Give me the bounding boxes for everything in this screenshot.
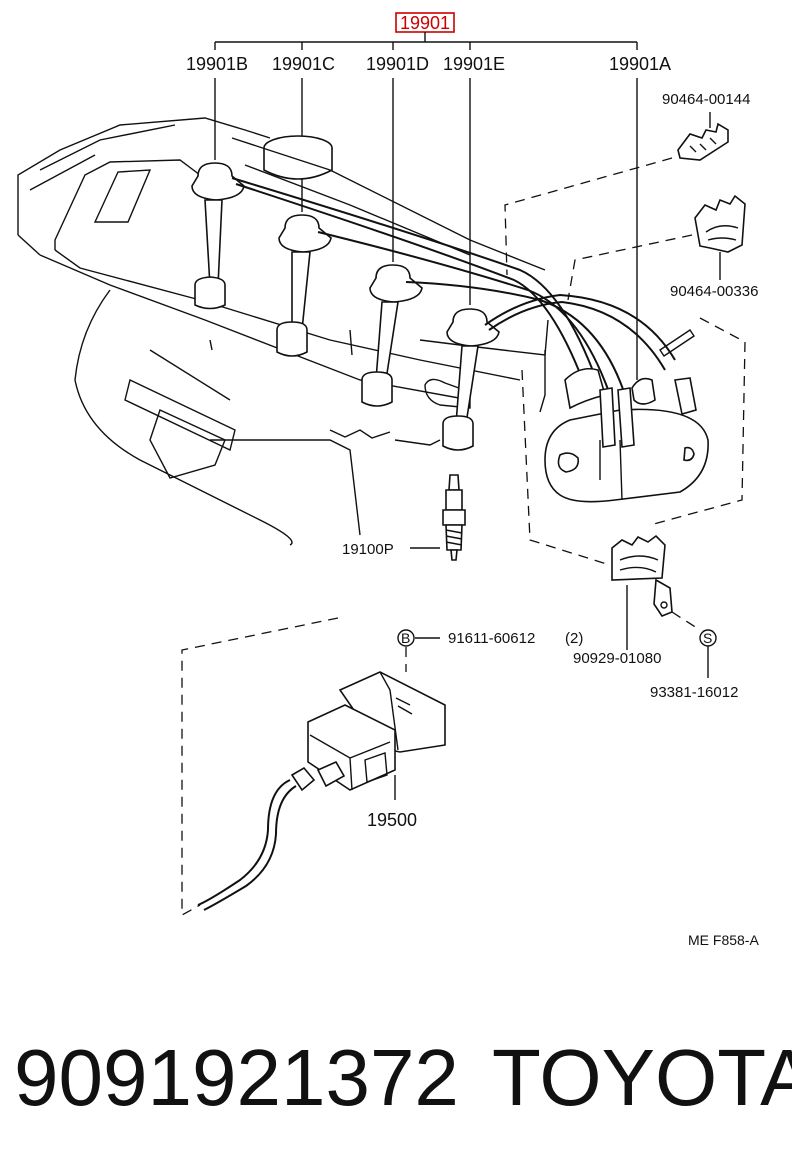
exploded-parts-diagram: 19901 19901B 19901C 19901D 19901E 19901A [17,12,759,948]
cam-cover-edge [231,137,546,271]
top-bracket-line [214,32,638,50]
plug-boot-2 [276,214,332,357]
diagram-ref-code: ME F858-A [688,932,759,948]
bolt-marker-letter: B [401,630,410,646]
dashed-distributor-box [649,317,746,526]
wire-clamp-mid [694,194,746,253]
oil-filler-cap [263,135,333,180]
label-clamp-mid[interactable]: 90464-00336 [670,283,758,300]
label-bolt-qty: (2) [565,630,583,647]
screw-marker-letter: S [703,630,712,646]
label-19901d[interactable]: 19901D [366,54,429,74]
distributor [544,367,709,503]
label-spark-plug[interactable]: 19100P [342,541,394,558]
wire-clamp-top [677,122,729,161]
label-19901b[interactable]: 19901B [186,54,248,74]
label-screw[interactable]: 93381-16012 [650,684,738,701]
label-coil[interactable]: 19500 [367,810,417,830]
ignition-wire-harness [231,177,695,401]
brand-name: TOYOTA [492,1033,792,1122]
spark-plug [442,474,466,561]
part-number: 9091921372 [14,1033,459,1122]
bolt-marker [397,629,415,647]
engine-head-outline [17,117,549,546]
plug-boot-3 [361,264,423,407]
label-clamp-top[interactable]: 90464-00144 [662,91,750,108]
label-19901c[interactable]: 19901C [272,54,335,74]
label-bracket[interactable]: 90929-01080 [573,650,661,667]
dashed-distributor-left [521,369,611,566]
highlight-code[interactable]: 19901 [400,13,450,33]
dashed-coil-box [181,617,339,917]
label-19901a[interactable]: 19901A [609,54,671,74]
dashed-bracket-screw [671,611,701,631]
ignition-coil [307,671,446,791]
dashed-clamp-mid [567,234,693,301]
label-bolt[interactable]: 91611-60612 [448,630,535,647]
coil-bracket [611,534,673,617]
dashed-clamp-top [504,157,673,276]
plug-boot-4 [442,308,500,451]
label-19901e[interactable]: 19901E [443,54,505,74]
plug-boot-1 [191,162,245,310]
coil-lead-wire [197,766,316,911]
